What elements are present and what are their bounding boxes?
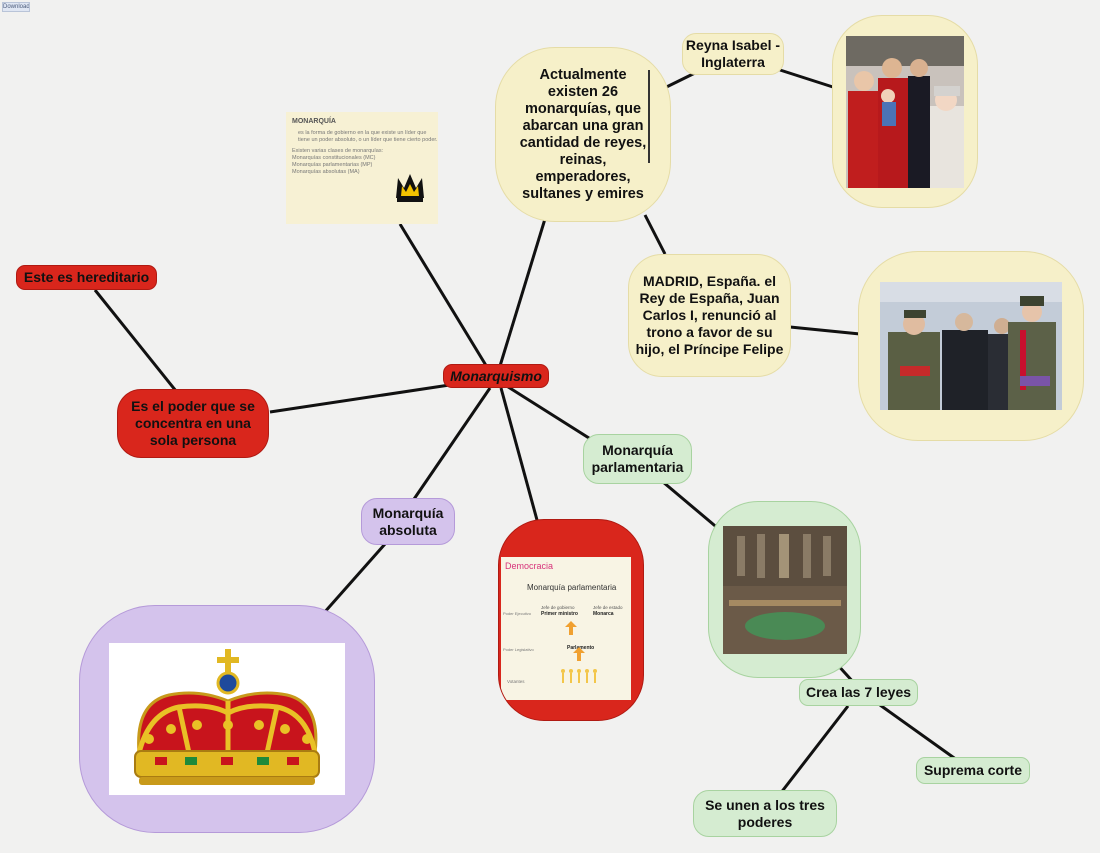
doc-line3: Monarquías constitucionales (MC): [292, 155, 376, 161]
crown-icon: [109, 643, 345, 795]
definition-label: Es el poder que se concentra en una sola…: [131, 398, 255, 448]
doc-line2: Existen varias clases de monarquías:: [292, 148, 384, 154]
line-root-doc: [398, 223, 492, 373]
parliament-photo: [722, 525, 847, 654]
slide-head-state: Jefe de estado: [593, 605, 623, 610]
court-label: Suprema corte: [923, 762, 1023, 778]
line-laws-court: [879, 703, 958, 762]
doc-line5: Monarquías absolutas (MA): [292, 169, 360, 175]
democracy-slide-frame[interactable]: Democracia Monarquía parlamentaria Jefe …: [498, 519, 644, 721]
slide-head-gov-val: Primer ministro: [541, 611, 578, 617]
slide-leg: Poder Legislativo: [503, 647, 534, 652]
current-monarchies-node[interactable]: Actualmente existen 26 monarquías, que a…: [495, 47, 671, 222]
line-parl-photo: [662, 480, 721, 532]
corner-download-button[interactable]: Download: [2, 2, 30, 12]
line-root-slide: [499, 387, 539, 521]
line-absolute-crown: [321, 543, 387, 615]
spanish-kings-photo: [880, 282, 1062, 410]
line-madrid-photo: [789, 325, 861, 336]
madrid-node[interactable]: MADRID, España. el Rey de España, Juan C…: [628, 254, 791, 377]
powers-node[interactable]: Se unen a los tres poderes: [693, 790, 837, 837]
slide-voters: Votantes: [507, 679, 525, 684]
parliament-photo-frame[interactable]: [708, 501, 861, 678]
slide-arrows-icon: [561, 621, 597, 683]
small-crown-icon: [396, 174, 424, 202]
slide-head-state-val: Monarca: [593, 611, 614, 617]
line-definition-hereditary: [93, 289, 182, 397]
doc-title: MONARQUÍA: [292, 118, 336, 125]
monarquia-definition-image[interactable]: MONARQUÍA es la forma de gobierno en la …: [286, 112, 438, 224]
doc-line4: Monarquías parlamentarias (MP): [292, 162, 373, 168]
current-monarchies-label: Actualmente existen 26 monarquías, que a…: [519, 66, 647, 202]
slide-head-gov: Jefe de gobierno: [541, 605, 575, 610]
powers-label: Se unen a los tres poderes: [705, 796, 825, 830]
absolute-monarchy-label: Monarquía absoluta: [372, 504, 444, 538]
line-root-current: [498, 195, 554, 367]
line-current-madrid: [643, 214, 667, 255]
court-node[interactable]: Suprema corte: [916, 757, 1030, 784]
laws-node[interactable]: Crea las 7 leyes: [799, 679, 918, 706]
line-root-absolute: [410, 387, 492, 503]
line-root-parl: [504, 383, 601, 447]
slide-exec: Poder Ejecutivo: [503, 611, 532, 616]
hereditary-label: Este es hereditario: [23, 269, 150, 285]
root-label: Monarquismo: [450, 367, 542, 384]
madrid-label: MADRID, España. el Rey de España, Juan C…: [635, 273, 784, 357]
parliamentary-node[interactable]: Monarquía parlamentaria: [583, 434, 692, 484]
absolute-monarchy-node[interactable]: Monarquía absoluta: [361, 498, 455, 545]
hereditary-node[interactable]: Este es hereditario: [16, 265, 157, 290]
parliamentary-label: Monarquía parlamentaria: [591, 442, 684, 475]
isabel-node[interactable]: Reyna Isabel -Inglaterra: [682, 33, 784, 75]
slide-title: Monarquía parlamentaria: [527, 583, 617, 592]
root-node[interactable]: Monarquismo: [443, 364, 549, 388]
text-cursor: [648, 70, 650, 163]
crown-image-frame[interactable]: [79, 605, 375, 833]
royal-family-photo: [846, 35, 964, 188]
spanish-kings-photo-frame[interactable]: [858, 251, 1084, 441]
isabel-label: Reyna Isabel -Inglaterra: [685, 37, 781, 70]
slide-header: Democracia: [505, 561, 554, 571]
democracy-slide: Democracia Monarquía parlamentaria Jefe …: [501, 557, 631, 700]
slide-parliament: Parlamento: [567, 645, 595, 651]
line-isabel-photo: [779, 68, 837, 90]
line-laws-powers: [778, 705, 850, 795]
doc-line1: es la forma de gobierno en la que existe…: [298, 130, 438, 143]
definition-node[interactable]: Es el poder que se concentra en una sola…: [117, 389, 269, 458]
laws-label: Crea las 7 leyes: [805, 684, 912, 700]
royal-family-photo-frame[interactable]: [832, 15, 978, 208]
